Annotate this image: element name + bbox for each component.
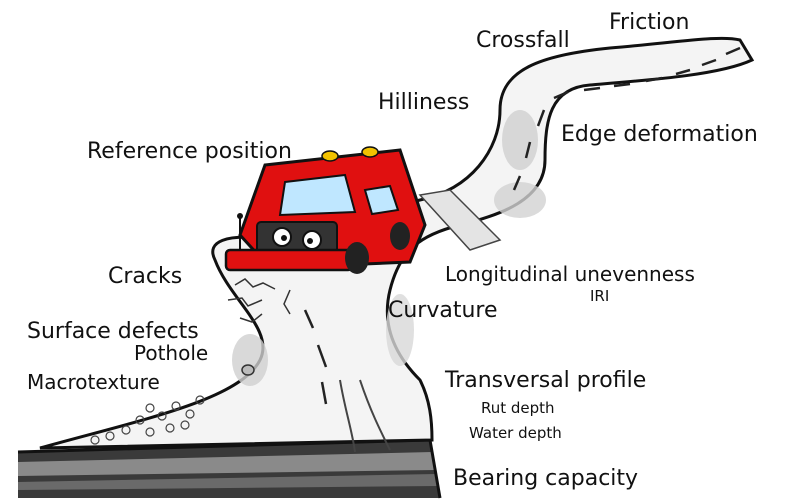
label-surface-defects: Surface defects xyxy=(27,321,199,343)
label-transversal-profile: Transversal profile xyxy=(445,370,646,392)
label-iri: IRI xyxy=(590,289,609,304)
label-macrotexture: Macrotexture xyxy=(27,372,160,392)
pavement-layers xyxy=(18,440,440,498)
label-bearing-capacity: Bearing capacity xyxy=(453,468,638,490)
label-cracks: Cracks xyxy=(108,266,182,288)
label-friction: Friction xyxy=(609,12,689,34)
label-edge-deformation: Edge deformation xyxy=(561,124,758,146)
label-crossfall: Crossfall xyxy=(476,30,570,52)
label-curvature: Curvature xyxy=(388,300,498,322)
label-pothole: Pothole xyxy=(134,343,208,363)
measurement-van-icon xyxy=(226,147,425,274)
label-reference-position: Reference position xyxy=(87,141,292,163)
label-hilliness: Hilliness xyxy=(378,92,469,114)
label-water-depth: Water depth xyxy=(469,426,562,441)
label-rut-depth: Rut depth xyxy=(481,401,555,416)
label-longitudinal-unevenness: Longitudinal unevenness xyxy=(445,264,695,284)
